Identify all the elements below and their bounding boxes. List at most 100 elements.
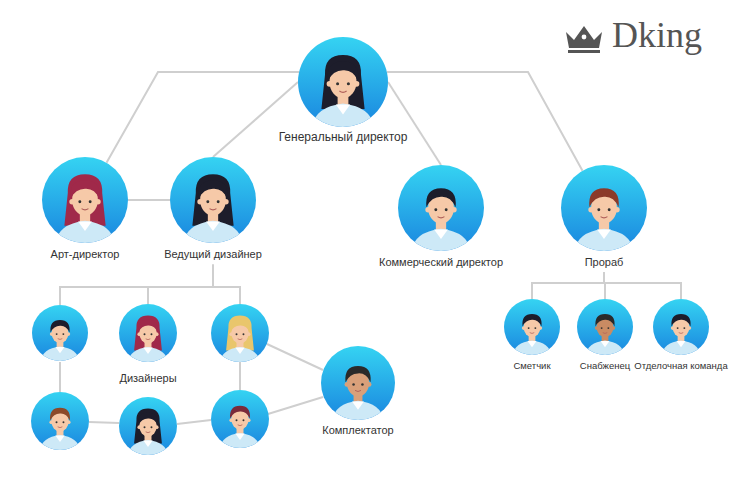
decor-part: [345, 366, 370, 382]
decor-part: [134, 316, 162, 351]
person-circle: Дизайнеры: [119, 304, 177, 362]
decor-part: [577, 299, 633, 355]
decor-part: [339, 91, 346, 92]
decor-part: [41, 346, 79, 361]
designer-links: [60, 287, 323, 424]
role-label: Арт-директор: [49, 248, 122, 261]
connector: [604, 272, 681, 299]
decor-part: [192, 174, 233, 226]
decor-part: [230, 320, 250, 333]
decor-part: [677, 341, 686, 347]
decor-part: [434, 230, 448, 239]
avatar: [653, 299, 709, 355]
decor-part: [78, 222, 92, 231]
decor-part: [238, 424, 243, 426]
decor-part: [683, 327, 685, 329]
avatar: [561, 165, 647, 251]
decor-part: [312, 104, 373, 127]
person-circle: Арт-директор: [42, 157, 128, 243]
decor-part: [82, 209, 89, 210]
link-line: [89, 422, 119, 423]
decor-part: [601, 217, 608, 218]
decor-part: [534, 327, 536, 329]
role-label: Сметчик: [511, 360, 552, 371]
decor-part: [62, 421, 64, 423]
decor-part: [601, 327, 603, 329]
crown-jewel: [582, 35, 587, 40]
link-line: [267, 344, 323, 370]
decor-part: [607, 327, 609, 329]
decor-part: [235, 348, 244, 354]
decor-part: [56, 221, 114, 243]
decor-part: [31, 392, 89, 450]
decor-part: [70, 180, 100, 199]
decor-part: [119, 304, 177, 362]
decor-part: [575, 229, 633, 251]
decor-part: [55, 436, 64, 442]
designer-avatar: [211, 390, 269, 448]
decor-part: [589, 188, 619, 207]
connector: [532, 272, 604, 299]
decor-part: [321, 346, 395, 420]
decor-part: [238, 338, 243, 340]
decor-part: [58, 426, 63, 428]
decor-part: [336, 105, 350, 115]
avatar: [32, 305, 88, 361]
decor-part: [355, 390, 361, 391]
decor-part: [206, 200, 209, 203]
decor-part: [170, 157, 256, 243]
decor-part: [235, 434, 244, 440]
decor-part: [146, 338, 151, 340]
avatar: [321, 346, 395, 420]
person-circle: Снабженец: [577, 299, 633, 355]
decor-part: [64, 174, 105, 226]
link-line: [59, 362, 61, 392]
decor-part: [412, 188, 470, 251]
decor-part: [677, 327, 679, 329]
person-circle: Ведущий дизайнер: [170, 157, 256, 243]
role-label: Комплектатор: [320, 424, 395, 437]
decor-part: [586, 340, 624, 355]
role-label: Ведущий дизайнер: [162, 248, 264, 261]
decor-part: [220, 347, 259, 362]
decor-part: [184, 221, 242, 243]
avatar: [31, 392, 89, 450]
decor-part: [321, 55, 364, 109]
decor-part: [144, 333, 146, 335]
decor-part: [56, 421, 58, 423]
decor-part: [62, 333, 64, 335]
decor-part: [530, 332, 534, 334]
brand-logo: Dking: [612, 16, 702, 56]
designer-avatar: [32, 305, 88, 361]
crown-logo: [566, 26, 602, 53]
connector: [128, 199, 170, 201]
decor-part: [220, 406, 259, 448]
role-label: Прораб: [583, 256, 626, 269]
decor-part: [336, 82, 339, 85]
decor-part: [361, 383, 364, 386]
decor-part: [56, 347, 65, 353]
decor-part: [220, 433, 259, 448]
decor-part: [128, 440, 167, 455]
role-label: Генеральный директор: [277, 130, 410, 144]
decor-part: [242, 419, 244, 421]
avatar: [119, 304, 177, 362]
decor-part: [595, 314, 614, 326]
avatar: [211, 304, 269, 362]
decor-part: [146, 431, 151, 433]
connector: [388, 82, 441, 165]
person-circle: Комплектатор: [321, 346, 395, 420]
avatar: [577, 299, 633, 355]
avatar: [504, 299, 560, 355]
person-circle: Отделочная команда: [653, 299, 709, 355]
decor-part: [40, 435, 79, 450]
decor-part: [671, 314, 690, 326]
decor-part: [119, 397, 177, 455]
decor-part: [32, 305, 88, 361]
decor-part: [312, 55, 373, 127]
decor-part: [597, 230, 611, 239]
decor-part: [603, 332, 607, 334]
decor-part: [426, 188, 456, 207]
connector: [148, 264, 213, 304]
decor-part: [211, 304, 269, 362]
